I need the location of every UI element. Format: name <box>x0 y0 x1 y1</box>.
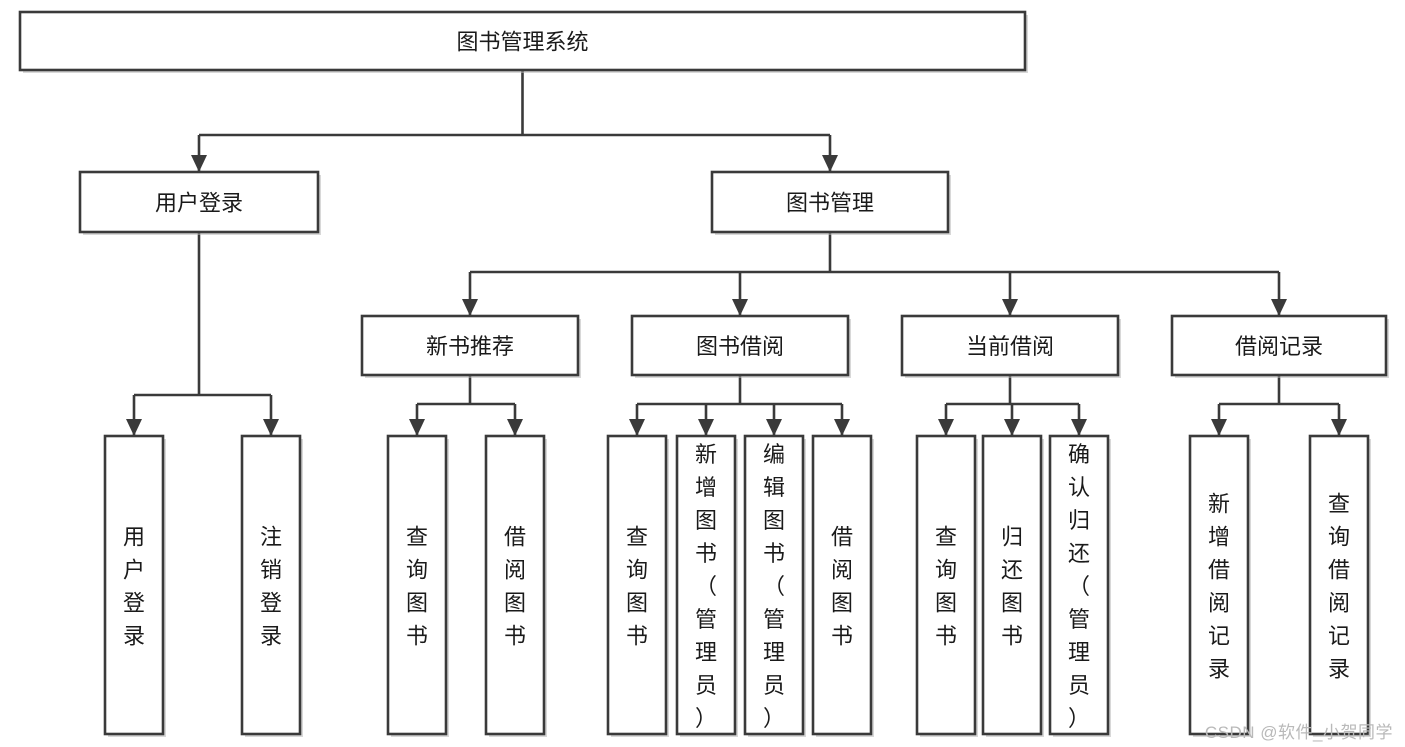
node-label: 新增图书（管理员） <box>695 442 717 731</box>
node-label: 借阅图书 <box>504 525 526 649</box>
node-box[interactable] <box>1170 314 1388 377</box>
arrowhead <box>191 155 207 172</box>
arrowhead <box>732 299 748 316</box>
node-label: 图书管理 <box>786 191 874 216</box>
arrowhead <box>507 419 523 436</box>
node-box[interactable] <box>484 434 546 736</box>
arrowhead <box>1071 419 1087 436</box>
node-label: 借阅记录 <box>1235 334 1323 359</box>
node-label: 用户登录 <box>155 191 243 216</box>
node-leaf-borrow-edit-book[interactable]: 编辑图书（管理员） <box>743 434 806 737</box>
node-box[interactable] <box>630 314 850 377</box>
node-label: 用户登录 <box>123 525 145 649</box>
edges-layer <box>126 70 1347 436</box>
node-label: 编辑图书（管理员） <box>763 442 785 731</box>
node-l2-current-borrow[interactable]: 当前借阅 <box>900 314 1121 378</box>
arrowhead <box>1004 419 1020 436</box>
node-label: 查询图书 <box>935 525 957 649</box>
node-box[interactable] <box>360 314 580 377</box>
node-box[interactable] <box>710 170 950 234</box>
node-l1-book-manage[interactable]: 图书管理 <box>710 170 951 235</box>
node-box[interactable] <box>606 434 668 736</box>
node-leaf-cur-confirm-return[interactable]: 确认归还（管理员） <box>1048 434 1111 737</box>
arrowhead <box>409 419 425 436</box>
node-leaf-rec-borrow-book[interactable]: 借阅图书 <box>484 434 547 737</box>
node-leaf-rec-add-record[interactable]: 新增借阅记录 <box>1188 434 1251 737</box>
node-label: 当前借阅 <box>966 334 1054 359</box>
node-leaf-user-login[interactable]: 用户登录 <box>103 434 166 737</box>
node-label: 图书管理系统 <box>456 30 588 55</box>
node-box[interactable] <box>1308 434 1370 736</box>
node-box[interactable] <box>675 434 737 736</box>
node-label: 新增借阅记录 <box>1208 492 1230 682</box>
node-label: 注销登录 <box>260 525 282 649</box>
arrowhead <box>263 419 279 436</box>
nodes-layer: 图书管理系统用户登录图书管理新书推荐图书借阅当前借阅借阅记录用户登录注销登录查询… <box>18 10 1389 737</box>
arrowhead <box>462 299 478 316</box>
node-box[interactable] <box>915 434 977 736</box>
node-box[interactable] <box>811 434 873 736</box>
node-leaf-cur-query-book[interactable]: 查询图书 <box>915 434 978 737</box>
node-label: 查询图书 <box>626 525 648 649</box>
node-leaf-borrow-query-book[interactable]: 查询图书 <box>606 434 669 737</box>
node-label: 归还图书 <box>1001 525 1023 649</box>
node-leaf-borrow-add-book[interactable]: 新增图书（管理员） <box>675 434 738 737</box>
node-box[interactable] <box>18 10 1027 72</box>
node-label: 查询借阅记录 <box>1328 492 1350 682</box>
node-root[interactable]: 图书管理系统 <box>18 10 1028 73</box>
node-leaf-logout[interactable]: 注销登录 <box>240 434 303 737</box>
node-leaf-cur-return-book[interactable]: 归还图书 <box>981 434 1044 737</box>
node-box[interactable] <box>386 434 448 736</box>
node-box[interactable] <box>900 314 1120 377</box>
node-box[interactable] <box>240 434 302 736</box>
node-box[interactable] <box>981 434 1043 736</box>
arrowhead <box>1331 419 1347 436</box>
node-box[interactable] <box>1048 434 1110 736</box>
node-leaf-rec-query-book[interactable]: 查询图书 <box>386 434 449 737</box>
node-box[interactable] <box>103 434 165 736</box>
node-box[interactable] <box>1188 434 1250 736</box>
arrowhead <box>126 419 142 436</box>
arrowhead <box>1271 299 1287 316</box>
node-label: 查询图书 <box>406 525 428 649</box>
node-label: 图书借阅 <box>696 334 784 359</box>
arrowhead <box>1002 299 1018 316</box>
node-box[interactable] <box>743 434 805 736</box>
node-label: 新书推荐 <box>426 334 514 359</box>
node-l2-new-book-rec[interactable]: 新书推荐 <box>360 314 581 378</box>
node-label: 确认归还（管理员） <box>1068 442 1090 731</box>
node-leaf-rec-query-record[interactable]: 查询借阅记录 <box>1308 434 1371 737</box>
node-box[interactable] <box>78 170 320 234</box>
arrowhead <box>1211 419 1227 436</box>
arrowhead <box>834 419 850 436</box>
arrowhead <box>822 155 838 172</box>
arrowhead <box>938 419 954 436</box>
node-l2-book-borrow[interactable]: 图书借阅 <box>630 314 851 378</box>
node-leaf-borrow-borrow-book[interactable]: 借阅图书 <box>811 434 874 737</box>
arrowhead <box>629 419 645 436</box>
arrowhead <box>698 419 714 436</box>
arrowhead <box>766 419 782 436</box>
node-l1-user-login[interactable]: 用户登录 <box>78 170 321 235</box>
node-label: 借阅图书 <box>831 525 853 649</box>
node-l2-borrow-record[interactable]: 借阅记录 <box>1170 314 1389 378</box>
